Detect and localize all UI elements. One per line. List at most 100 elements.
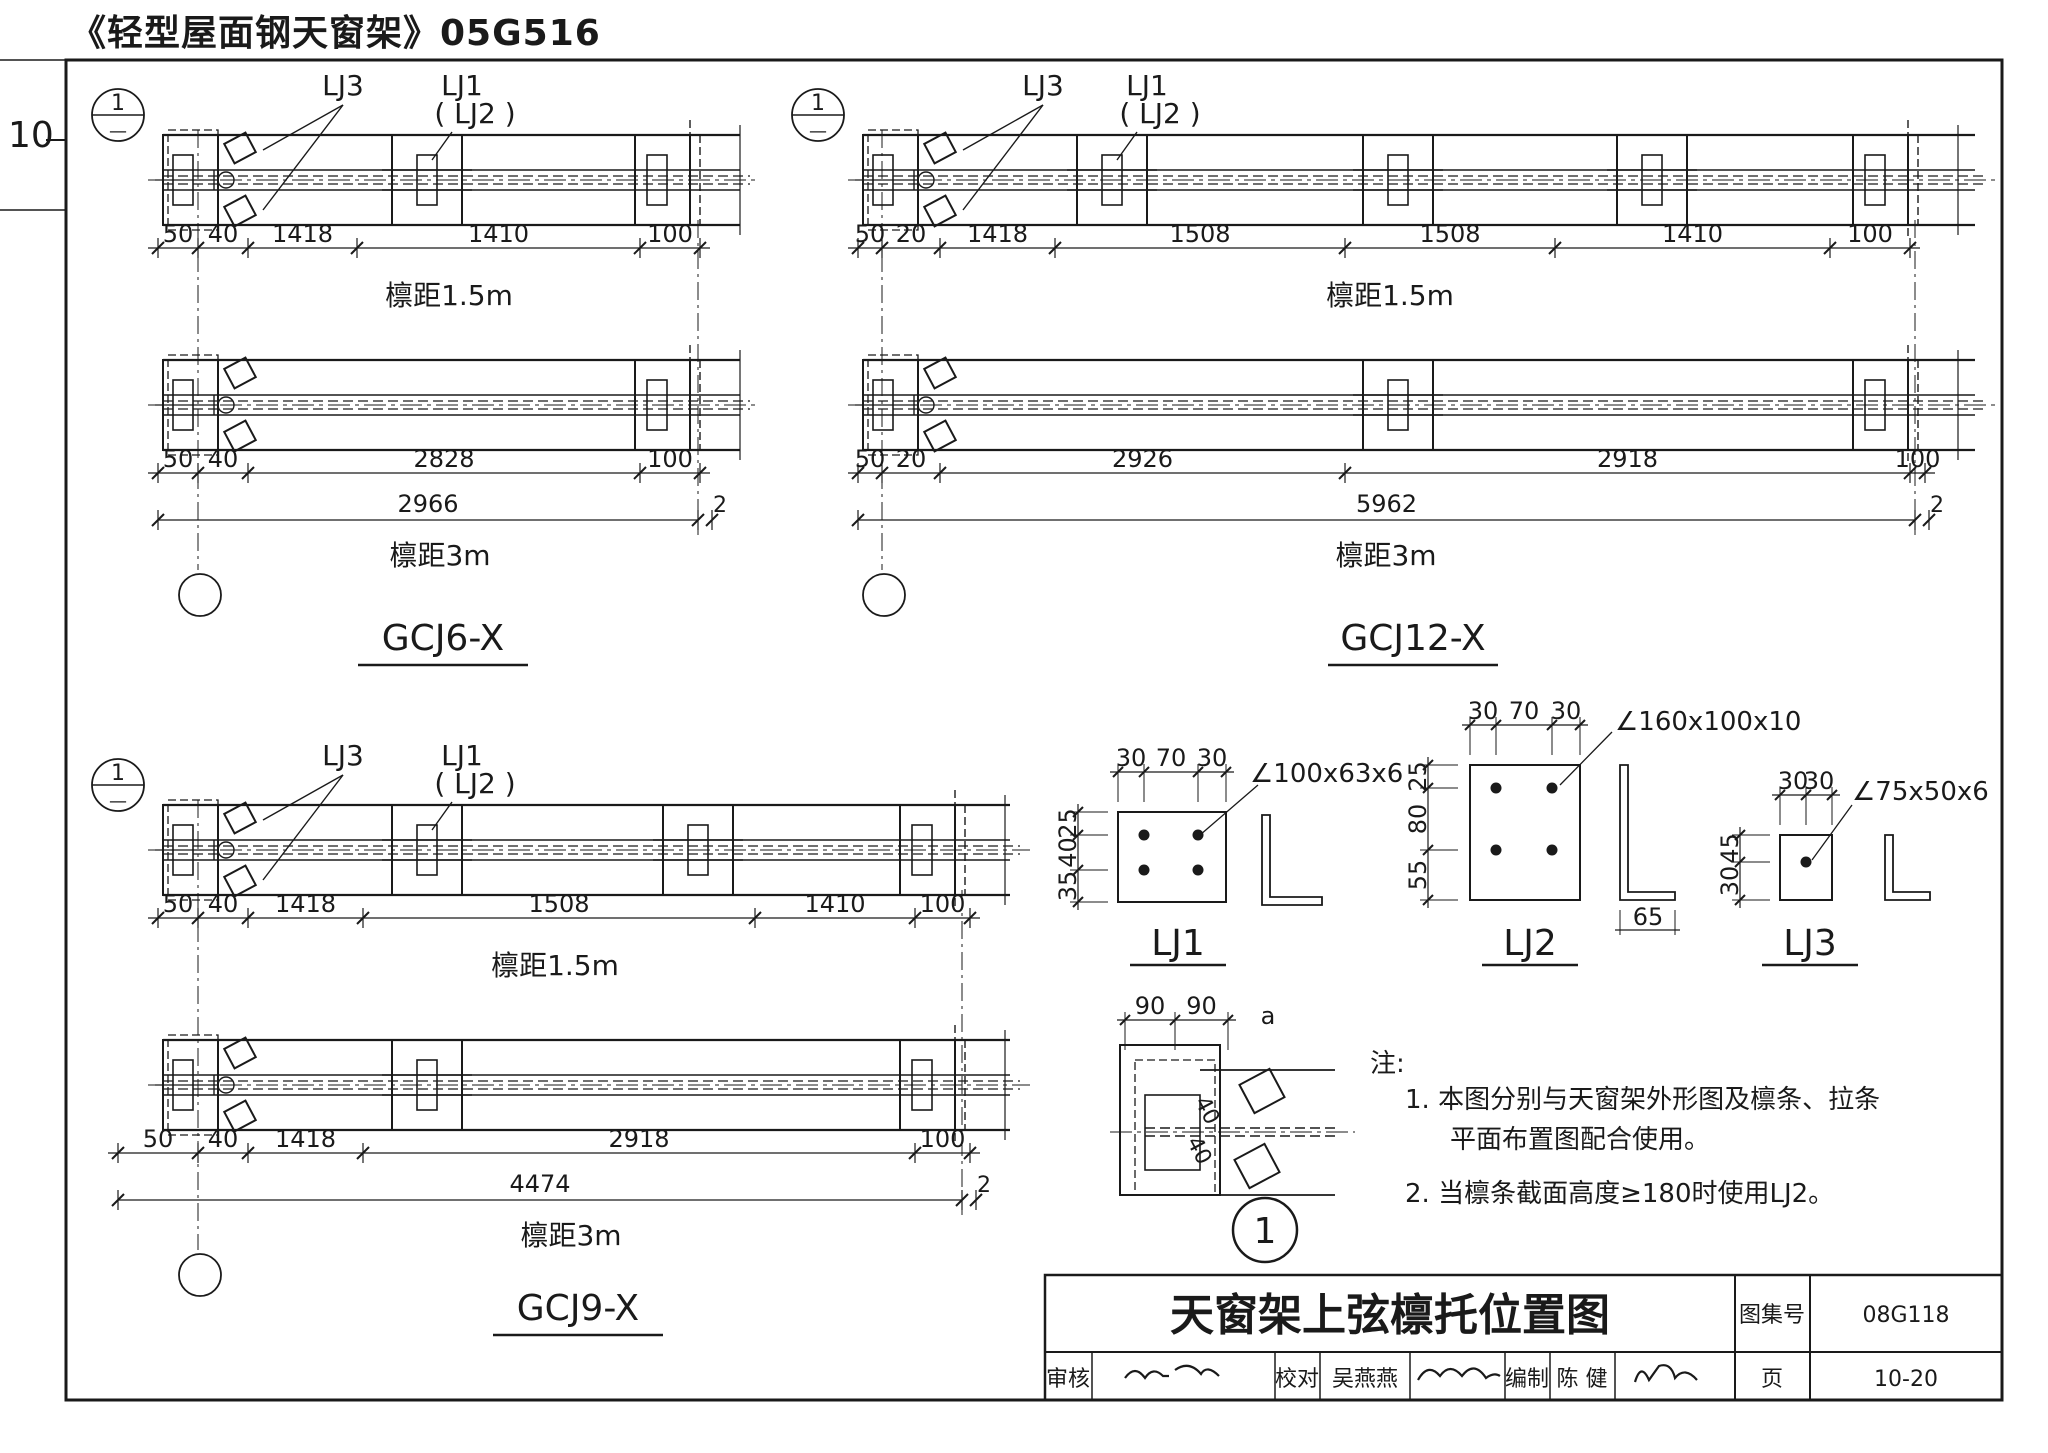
dimension-label: 1418 <box>272 220 333 248</box>
extra-label: 2 <box>713 493 727 518</box>
section-marker-num: 1 <box>811 91 825 116</box>
detail-dim: 90 <box>1186 992 1217 1020</box>
review-label: 审核 <box>1046 1367 1090 1392</box>
bolt <box>1546 782 1558 794</box>
detail-dim: 30 <box>1778 767 1809 795</box>
bolt <box>1138 864 1150 876</box>
skew-cleat <box>1233 1142 1281 1190</box>
dimension-label: 100 <box>1847 220 1893 248</box>
dimension-label: 40 <box>208 445 239 473</box>
dimension-label: 1418 <box>967 220 1028 248</box>
right-end-support <box>634 345 741 465</box>
detail-dim: 30 <box>1804 767 1835 795</box>
label-lj1: LJ1 <box>1126 69 1168 102</box>
right-end-support <box>1852 345 1959 465</box>
skew-cleats <box>213 131 258 228</box>
purlin-cleat <box>1607 134 1697 226</box>
drawer-signature <box>1633 1364 1698 1383</box>
reviewer-signature <box>1124 1364 1220 1380</box>
atlas-number: 08G118 <box>1862 1303 1949 1328</box>
detail-dim: 70 <box>1156 744 1187 772</box>
dimension-label: 40 <box>208 1125 239 1153</box>
drawer-name: 陈 健 <box>1557 1367 1608 1392</box>
purlin-cleat <box>653 804 743 896</box>
detail-dim: 40 <box>1054 837 1082 868</box>
extra-label: 2 <box>1930 493 1944 518</box>
detail-dim: 35 <box>1054 871 1082 902</box>
lj1-title: LJ1 <box>1151 923 1205 964</box>
dimension-label: 50 <box>143 1125 174 1153</box>
end-support <box>855 129 919 231</box>
detail-dim: 30 <box>1716 866 1744 897</box>
total-dimension: 5962 2 <box>851 490 1944 530</box>
dimension-label: 50 <box>855 445 886 473</box>
detail-dim: 25 <box>1404 761 1432 792</box>
detail-dim: 30 <box>1551 697 1582 725</box>
dimension-label: 1508 <box>1419 220 1480 248</box>
dimension-label: 40 <box>208 220 239 248</box>
beam-row-2 <box>848 358 1995 452</box>
notes-heading: 注: <box>1370 1049 1405 1079</box>
bolt <box>1800 856 1812 868</box>
total-label: 5962 <box>1356 490 1417 518</box>
page-label: 页 <box>1761 1367 1783 1392</box>
detail-dim: 55 <box>1404 860 1432 891</box>
label-lj2-alt: ( LJ2 ) <box>434 767 515 800</box>
dimension-label: 50 <box>163 890 194 918</box>
detail-dim: 80 <box>1404 804 1432 835</box>
label-lj2-alt: ( LJ2 ) <box>1119 97 1200 130</box>
beam-row-2 <box>148 1038 1030 1132</box>
drawing-frame <box>64 58 2004 1402</box>
check-label: 校对 <box>1275 1367 1319 1392</box>
label-lj3: LJ3 <box>322 69 364 102</box>
axis-bubble <box>178 573 222 617</box>
checker-signature <box>1417 1367 1501 1381</box>
axis-bubble <box>862 573 906 617</box>
spacing-row-2: 檩距3m <box>520 1219 621 1252</box>
right-end-support <box>1852 120 1959 240</box>
dimension-label: 20 <box>896 445 927 473</box>
angle-section <box>1261 814 1323 906</box>
right-end-support <box>899 1025 1006 1145</box>
skew-cleats <box>213 1036 258 1133</box>
section-marker-den: — <box>109 791 127 812</box>
lj3-title: LJ3 <box>1783 923 1837 964</box>
detail-ref-num: 1 <box>1254 1211 1277 1252</box>
skew-cleats <box>213 356 258 453</box>
lj2-angle: ∠160x100x10 <box>1615 707 1801 737</box>
section-marker-den: — <box>109 121 127 142</box>
purlin-cleat <box>382 1039 472 1131</box>
dimension-label: 2918 <box>608 1125 669 1153</box>
dimension-label: 1410 <box>1662 220 1723 248</box>
dimension-label: 20 <box>896 220 927 248</box>
book-title: 《轻型屋面钢天窗架》05G516 <box>70 13 601 54</box>
detail-ref-circle <box>1231 1196 1299 1264</box>
detail-dim: 90 <box>1135 992 1166 1020</box>
checker-name: 吴燕燕 <box>1332 1367 1398 1392</box>
end-support <box>855 354 919 456</box>
side-page-number: 10 <box>8 115 54 156</box>
purlin-cleat <box>1067 134 1157 226</box>
axis-bubble <box>178 1253 222 1297</box>
label-lj1: LJ1 <box>441 739 483 772</box>
view-title: GCJ12-X <box>1340 618 1485 659</box>
detail-40b: 40 <box>1181 1132 1216 1168</box>
section-marker-den: — <box>809 121 827 142</box>
bolt <box>1490 844 1502 856</box>
atlas-label: 图集号 <box>1739 1303 1805 1328</box>
purlin-cleat <box>382 134 472 226</box>
lj1-angle: ∠100x63x6 <box>1250 759 1403 789</box>
total-label: 4474 <box>509 1170 570 1198</box>
end-support <box>155 354 219 456</box>
lj2-leg-dim: 65 <box>1633 903 1664 931</box>
